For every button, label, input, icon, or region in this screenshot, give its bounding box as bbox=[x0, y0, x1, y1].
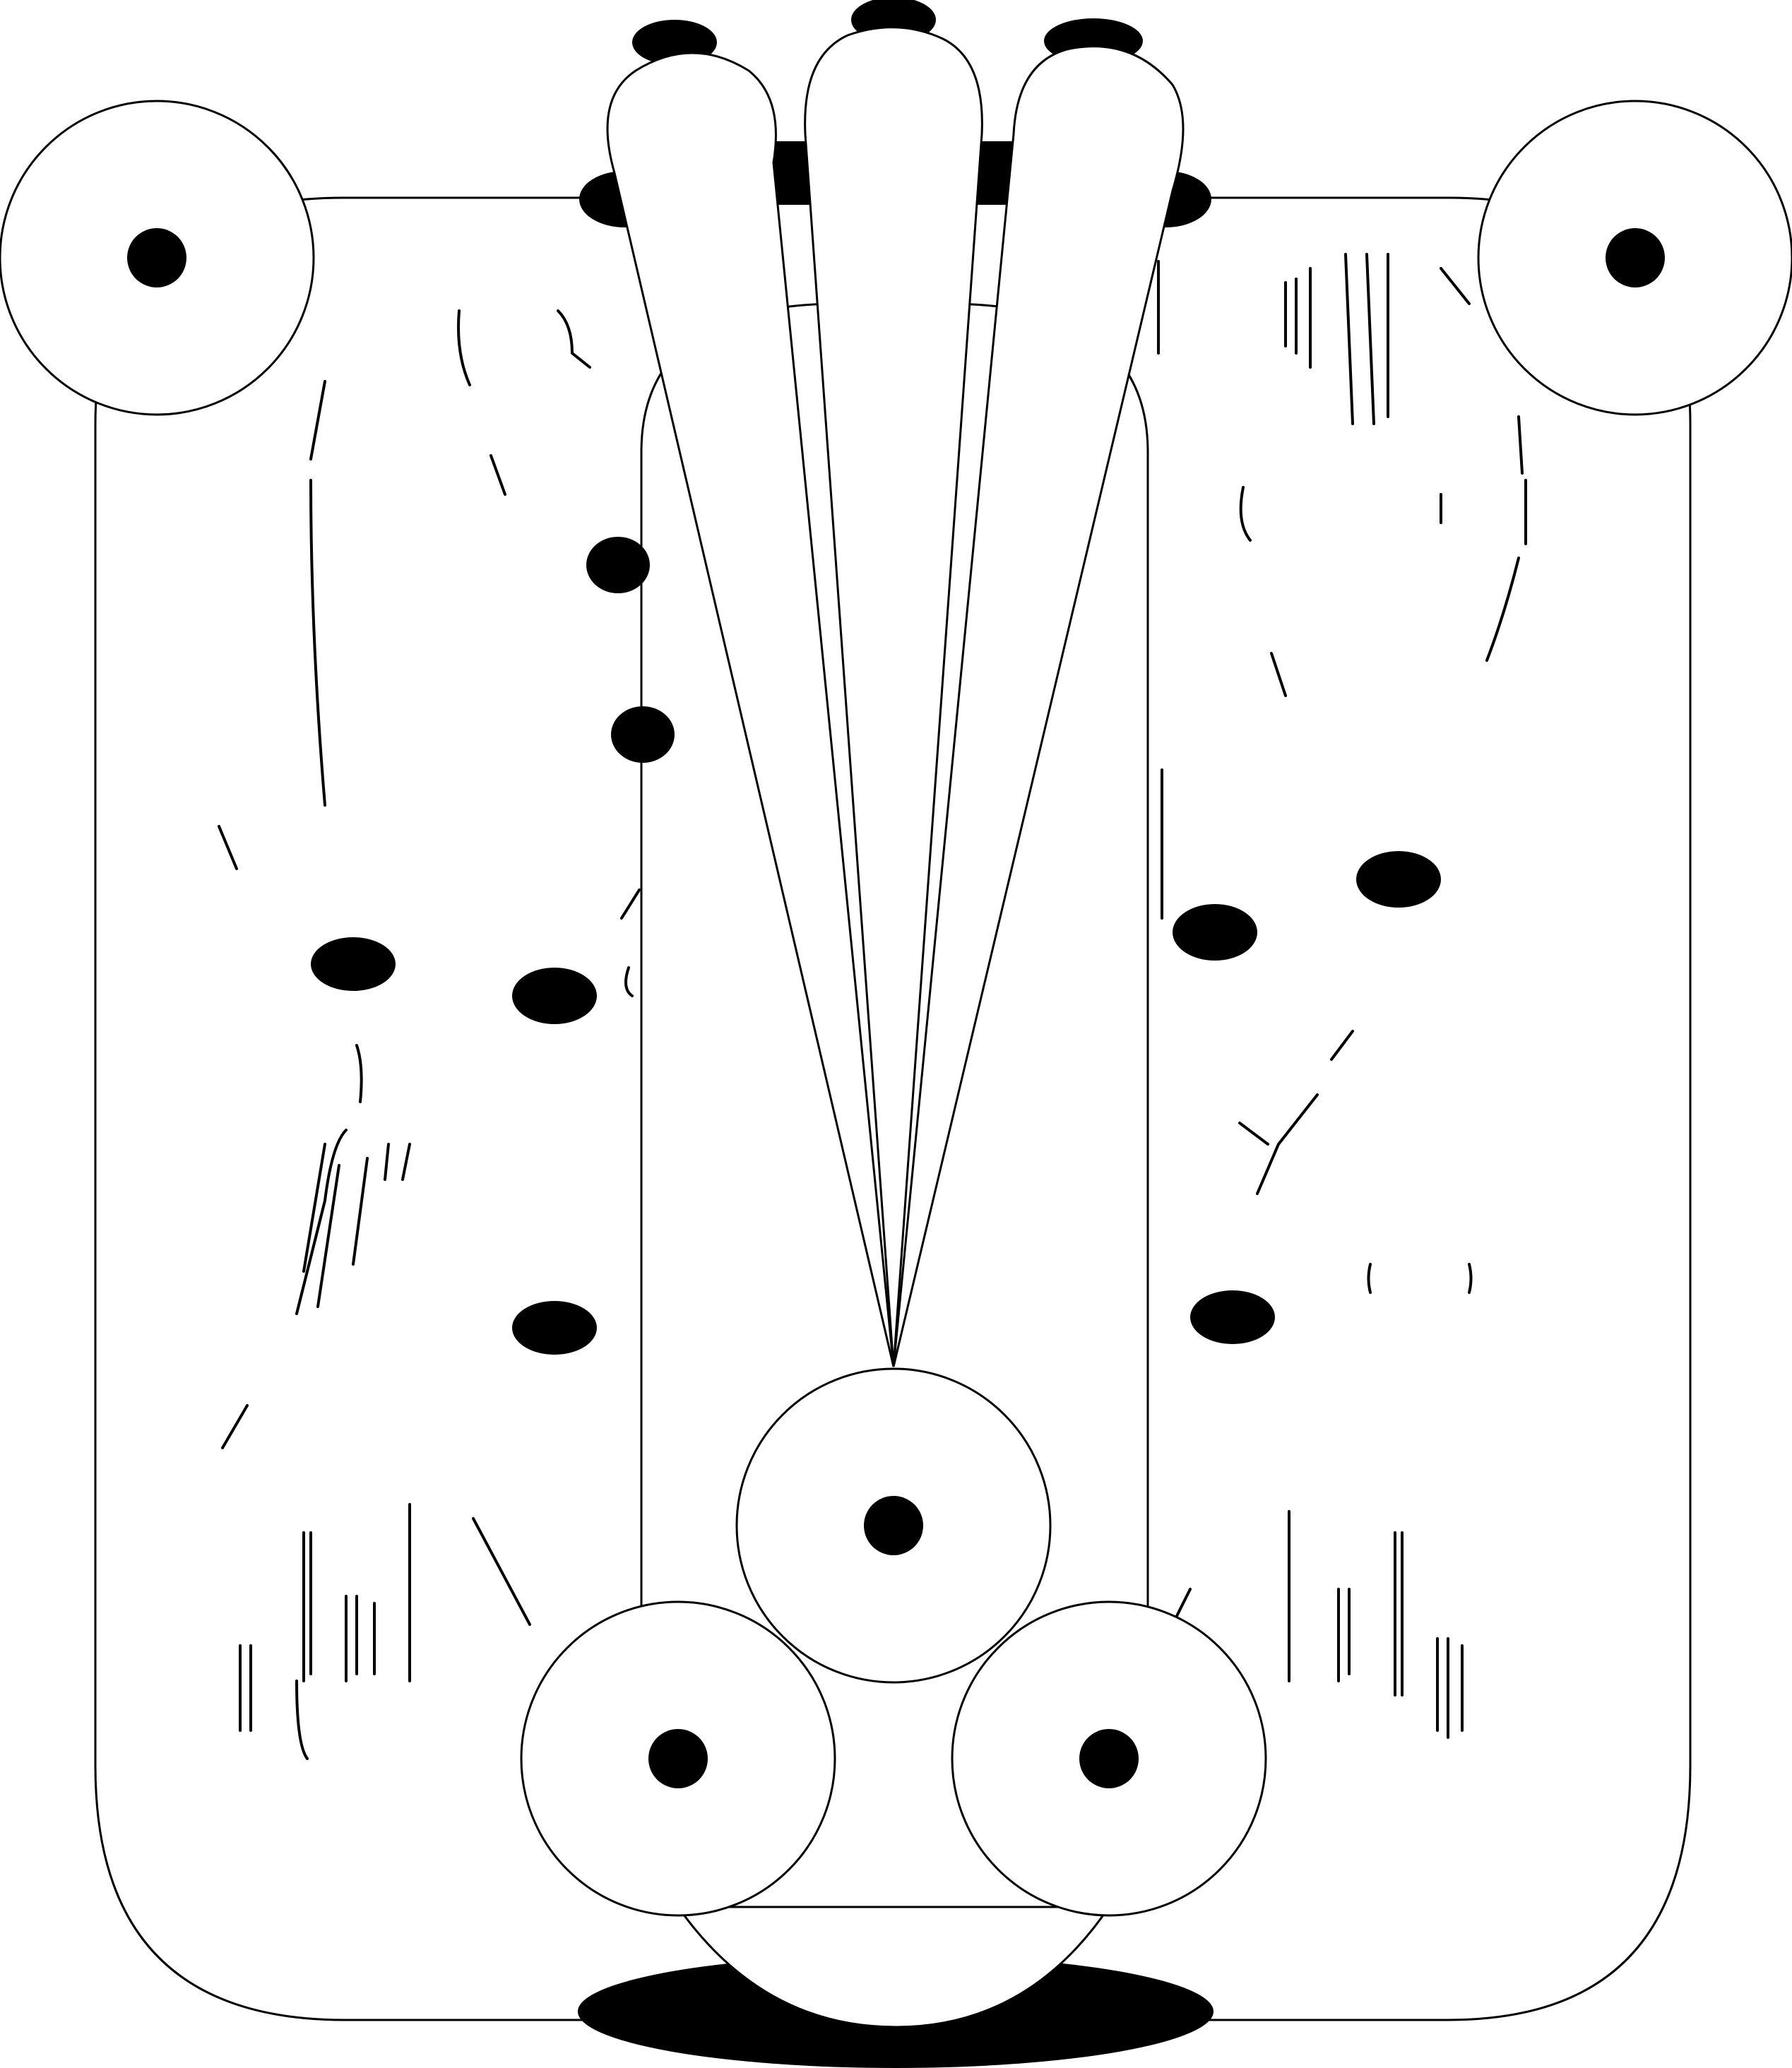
stroke bbox=[352, 1157, 369, 1266]
stroke bbox=[1270, 652, 1287, 697]
stroke bbox=[1517, 415, 1524, 475]
spot bbox=[1356, 851, 1441, 908]
spot bbox=[311, 937, 396, 991]
spot bbox=[1190, 1290, 1275, 1344]
spots bbox=[311, 537, 1441, 1355]
eye-pupil-top-right bbox=[1606, 228, 1665, 287]
spot bbox=[586, 537, 650, 593]
petal-right bbox=[892, 45, 1185, 1367]
stroke bbox=[221, 1404, 249, 1449]
stroke bbox=[309, 380, 326, 460]
stroke bbox=[1367, 1263, 1372, 1294]
stroke bbox=[557, 309, 591, 369]
stroke bbox=[624, 966, 634, 997]
stroke bbox=[1238, 1122, 1269, 1146]
stroke bbox=[401, 1143, 411, 1181]
stroke bbox=[218, 825, 238, 870]
petal-center bbox=[804, 26, 983, 1367]
stroke bbox=[1344, 253, 1354, 425]
stroke bbox=[1330, 1030, 1354, 1061]
stroke bbox=[302, 1143, 326, 1273]
bottom-cluster bbox=[520, 1367, 1267, 2028]
stroke bbox=[1175, 1588, 1192, 1619]
petal-fan bbox=[606, 26, 1185, 1367]
stroke bbox=[295, 1680, 309, 1760]
stroke bbox=[457, 309, 471, 386]
stroke bbox=[1440, 267, 1471, 305]
corner-eyes bbox=[0, 100, 1792, 416]
eye-pupil-bottom-right bbox=[1079, 1729, 1139, 1788]
stroke bbox=[1468, 1263, 1473, 1294]
eye-pupil-top-left bbox=[127, 228, 186, 287]
stroke bbox=[309, 479, 326, 807]
sketch-strokes bbox=[218, 253, 1527, 1760]
cluster-base bbox=[676, 1906, 1111, 2028]
stroke bbox=[472, 1517, 531, 1626]
stroke bbox=[295, 1129, 348, 1315]
stroke bbox=[316, 1164, 340, 1308]
spot bbox=[512, 1301, 597, 1355]
spot bbox=[611, 706, 675, 763]
eye-pupil-bottom-left bbox=[648, 1729, 708, 1788]
eye-pupil-center bbox=[864, 1496, 923, 1555]
spot bbox=[512, 968, 597, 1024]
stroke bbox=[1256, 1093, 1319, 1195]
stroke bbox=[1239, 486, 1252, 542]
stroke bbox=[620, 889, 641, 920]
spot bbox=[1173, 904, 1257, 961]
stroke bbox=[1365, 253, 1375, 425]
petal-left bbox=[606, 52, 895, 1367]
stroke bbox=[1485, 557, 1520, 662]
stroke bbox=[355, 1044, 363, 1103]
stroke bbox=[384, 1143, 390, 1181]
stroke bbox=[489, 454, 506, 496]
